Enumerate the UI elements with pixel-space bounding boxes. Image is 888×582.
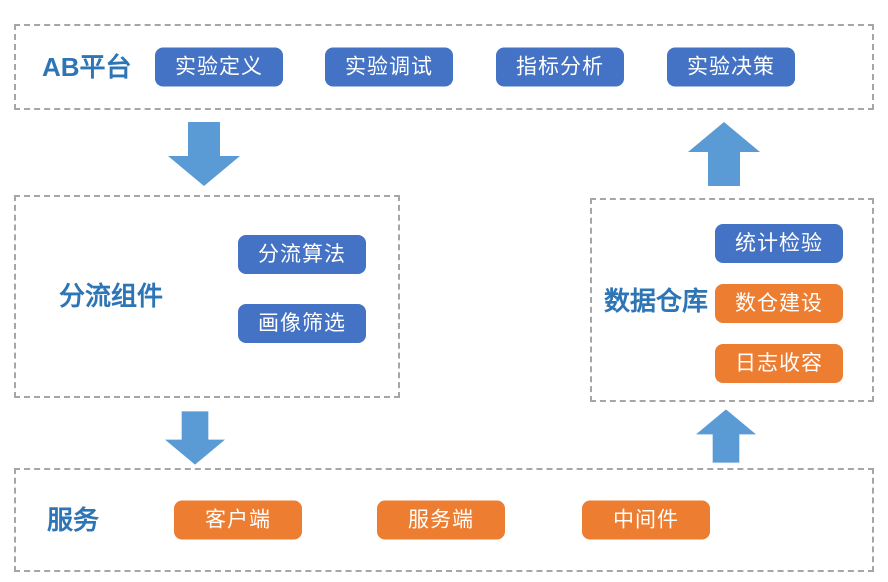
panel-services: 服务 客户端 服务端 中间件 <box>14 468 874 572</box>
node-profile-filtering[interactable]: 画像筛选 <box>238 304 366 343</box>
arrow-up-icon <box>696 409 756 463</box>
panel-label-data-warehouse: 数据仓库 <box>604 286 709 316</box>
node-server[interactable]: 服务端 <box>377 500 505 540</box>
panel-label-ab-platform: AB平台 <box>42 52 132 82</box>
node-middleware[interactable]: 中间件 <box>582 500 710 540</box>
arrow-up-icon <box>688 122 760 186</box>
node-warehouse-construction[interactable]: 数仓建设 <box>715 284 843 323</box>
arrow-down-icon <box>168 122 240 186</box>
node-metric-analysis[interactable]: 指标分析 <box>496 47 624 87</box>
node-statistical-testing[interactable]: 统计检验 <box>715 224 843 263</box>
panel-ab-platform: AB平台 实验定义 实验调试 指标分析 实验决策 <box>14 24 874 110</box>
panel-traffic-split: 分流组件 分流算法 画像筛选 <box>14 195 400 398</box>
arrow-down-icon <box>165 411 225 465</box>
node-experiment-decision[interactable]: 实验决策 <box>667 47 795 87</box>
node-traffic-split-algorithm[interactable]: 分流算法 <box>238 235 366 274</box>
node-log-collection[interactable]: 日志收容 <box>715 344 843 383</box>
node-client[interactable]: 客户端 <box>174 500 302 540</box>
panel-label-services: 服务 <box>47 505 100 535</box>
panel-data-warehouse: 数据仓库 统计检验 数仓建设 日志收容 <box>590 198 874 402</box>
node-experiment-definition[interactable]: 实验定义 <box>155 47 283 87</box>
panel-label-traffic-split: 分流组件 <box>59 281 164 311</box>
node-experiment-debug[interactable]: 实验调试 <box>325 47 453 87</box>
